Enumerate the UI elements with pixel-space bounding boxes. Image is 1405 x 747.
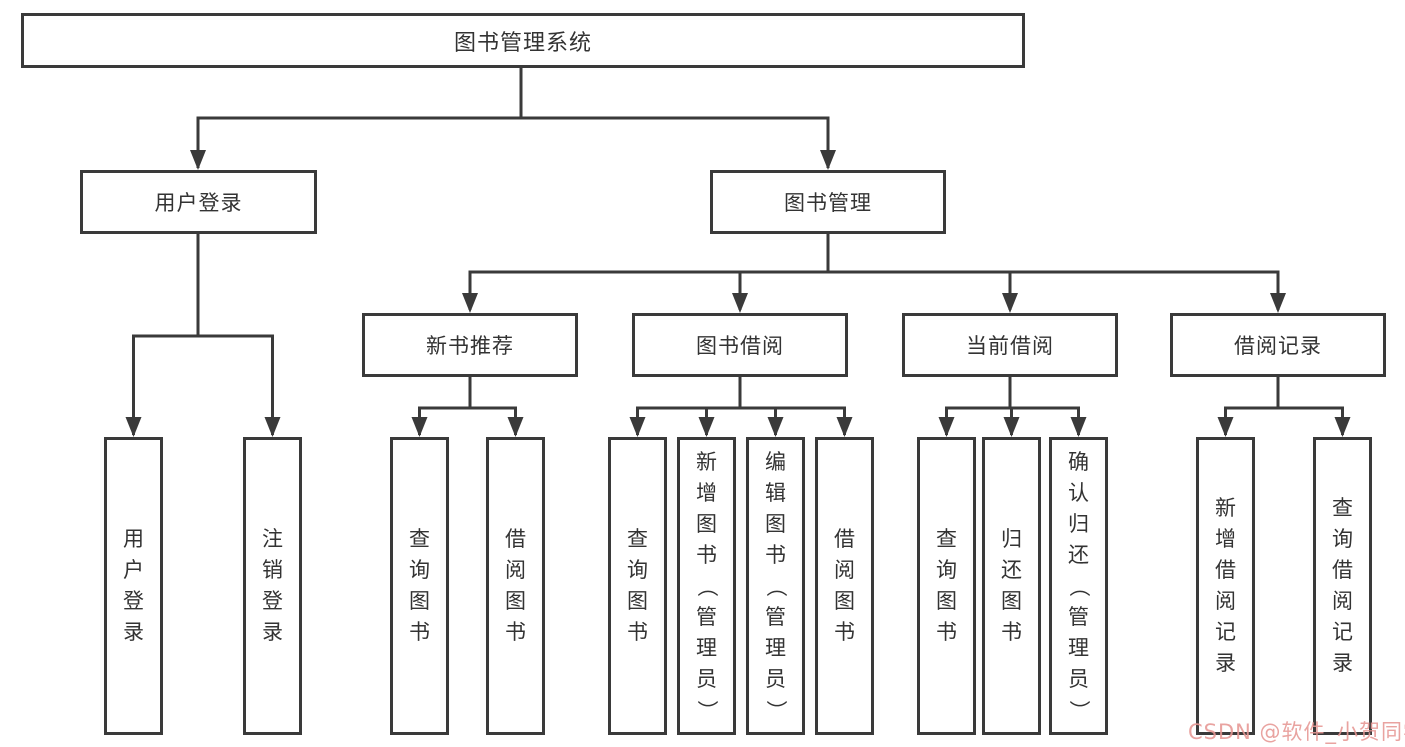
node-user-login: 用户登录 xyxy=(80,170,317,234)
leaf-borrowing-add-books-admin: 新增图书（管理员） xyxy=(677,437,736,735)
leaf-recommend-query-books: 查询图书 xyxy=(390,437,449,735)
leaf-user-login: 用户登录 xyxy=(104,437,163,735)
node-book-borrowing: 图书借阅 xyxy=(632,313,848,377)
node-book-management: 图书管理 xyxy=(710,170,946,234)
leaf-current-query-books: 查询图书 xyxy=(917,437,976,735)
node-root-library-management-system: 图书管理系统 xyxy=(21,13,1025,68)
leaf-recommend-borrow-books: 借阅图书 xyxy=(486,437,545,735)
leaf-borrowing-query-books: 查询图书 xyxy=(608,437,667,735)
csdn-watermark: CSDN @软件_小贺同学 xyxy=(1188,720,1405,744)
leaf-current-confirm-return-admin: 确认归还（管理员） xyxy=(1049,437,1108,735)
leaf-borrowing-borrow-books: 借阅图书 xyxy=(815,437,874,735)
node-new-book-recommendation: 新书推荐 xyxy=(362,313,578,377)
leaf-records-add-borrow-record: 新增借阅记录 xyxy=(1196,437,1255,735)
node-current-borrowing: 当前借阅 xyxy=(902,313,1118,377)
leaf-logout: 注销登录 xyxy=(243,437,302,735)
leaf-current-return-books: 归还图书 xyxy=(982,437,1041,735)
node-borrowing-records: 借阅记录 xyxy=(1170,313,1386,377)
leaf-records-query-borrow-record: 查询借阅记录 xyxy=(1313,437,1372,735)
leaf-borrowing-edit-books-admin: 编辑图书（管理员） xyxy=(746,437,805,735)
